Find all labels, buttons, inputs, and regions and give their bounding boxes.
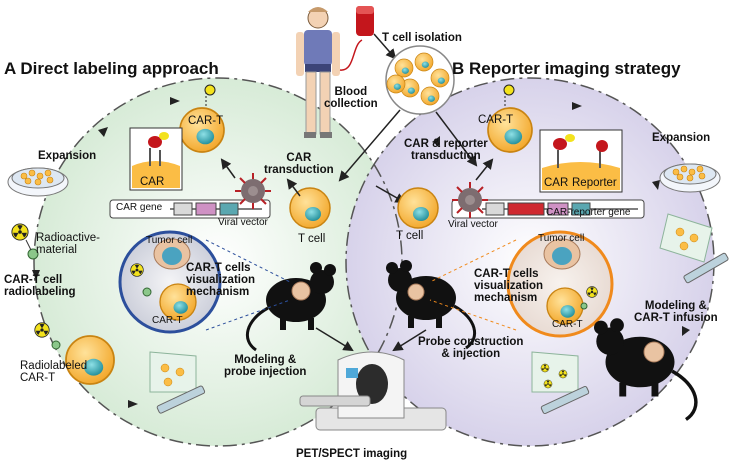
radiolabeled-car-t-label: Radiolabeled CAR-T [20,360,88,385]
car-reporter-transduction-label: CAR & reporter transduction [404,138,488,163]
radioactive-material-label: Radioactive- material [36,232,100,257]
left-modeling-label: Modeling & probe injection [224,354,307,379]
pet-spect-label: PET/SPECT imaging [296,448,408,460]
left-panel-circle [34,78,402,446]
virus-icon [234,172,272,210]
right-inset-circle [506,230,614,338]
probe-construction-label: Probe construction & injection [418,336,524,361]
right-t-cell-label: T cell [396,230,424,242]
syringe-icon [149,351,206,414]
right-expansion-label: Expansion [652,132,711,144]
left-car-gene-label: CAR gene [116,202,163,213]
reporter-label: Reporter [572,177,617,189]
pet-scanner-icon [299,351,447,431]
left-tumor-cell-label: Tumor cell [146,235,193,246]
left-viral-vector-label: Viral vector [218,217,268,228]
left-car-transduction-label: CAR transduction [264,152,334,177]
right-car-label: CAR [544,177,569,189]
right-tumor-cell-label: Tumor cell [538,233,585,244]
mouse-icon [245,260,338,352]
blood-bag-icon [356,6,374,36]
right-inset-car-t-label: CAR-T [552,319,583,330]
car-reporter-gene-label: CAR-reporter gene [546,207,631,218]
right-car-t-label: CAR-T [478,114,514,126]
right-panel-title: B Reporter imaging strategy [452,59,681,78]
person-icon [296,7,340,138]
right-visualization-label: CAR-T cells visualization mechanism [474,268,544,305]
blood-collection-label: Blood collection [324,86,378,111]
left-visualization-label: CAR-T cells visualization mechanism [186,262,256,299]
left-car-label: CAR [140,176,165,188]
petri-dish-icon [7,167,69,197]
left-expansion-label: Expansion [38,150,97,162]
right-modeling-label: Modeling & CAR-T infusion [634,300,718,325]
t-cell-isolation-label: T cell isolation [382,32,462,44]
right-viral-vector-label: Viral vector [448,219,498,230]
radioactive-icon [11,223,29,241]
left-inset-car-t-label: CAR-T [152,315,183,326]
left-t-cell-label: T cell [298,233,326,245]
t-cell-cluster [385,45,455,115]
left-car-t-label: CAR-T [188,115,224,127]
left-panel-title: A Direct labeling approach [4,59,219,78]
radiolabeling-label: CAR-T cell radiolabeling [4,274,76,299]
